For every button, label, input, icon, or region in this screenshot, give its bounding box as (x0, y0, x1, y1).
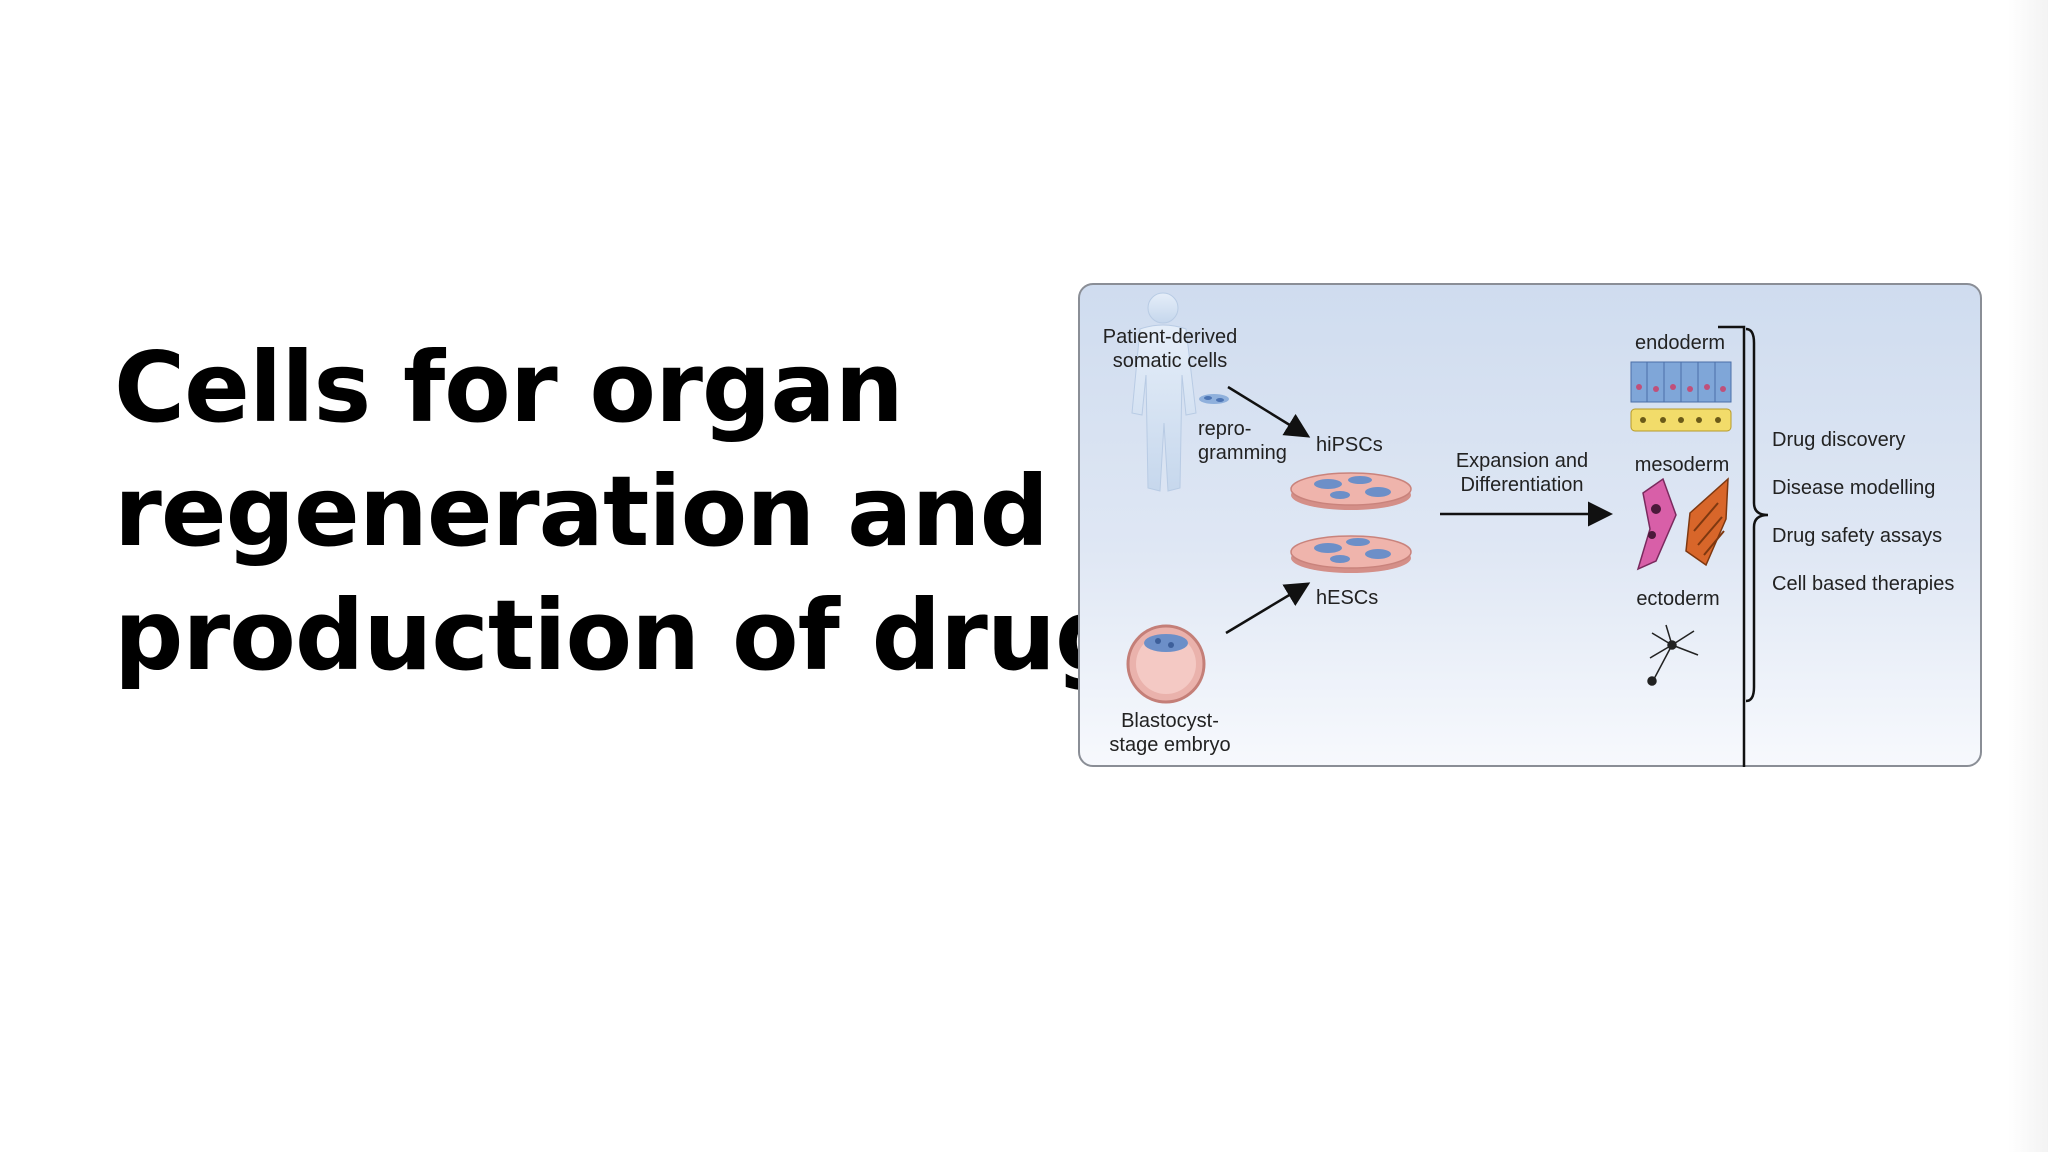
human-silhouette-icon (1131, 292, 1197, 492)
label-gramming: gramming (1198, 442, 1287, 464)
blastocyst-icon (1126, 624, 1206, 704)
title-line-3: production of drugs (114, 579, 1181, 692)
label-repro: repro- (1198, 418, 1251, 440)
lineage-bracket (1718, 325, 1746, 767)
title-line-2: regeneration and (114, 455, 1049, 568)
somatic-cells-icon (1199, 394, 1229, 404)
application-drug-discovery: Drug discovery (1772, 429, 1905, 451)
label-ectoderm: ectoderm (1636, 588, 1719, 610)
diagram-canvas: Patient-derived somatic cells repro- gra… (1078, 283, 1982, 767)
mesoderm-cells-icon (1636, 477, 1729, 571)
applications-brace (1745, 327, 1769, 703)
label-differentiation: Differentiation (1460, 474, 1583, 496)
label-mesoderm: mesoderm (1635, 454, 1729, 476)
slide-edge (2008, 0, 2048, 1152)
stem-cell-diagram: Patient-derived somatic cells repro- gra… (1078, 283, 1982, 767)
application-disease-modelling: Disease modelling (1772, 477, 1935, 499)
label-expansion: Expansion and (1456, 450, 1588, 472)
label-endoderm: endoderm (1635, 332, 1725, 354)
label-somatic-cells: somatic cells (1113, 350, 1227, 372)
label-hescs: hESCs (1316, 587, 1378, 609)
diagram-panel (1078, 283, 1982, 767)
slide-title: Cells for organ regeneration and product… (114, 326, 1181, 698)
application-drug-safety: Drug safety assays (1772, 525, 1942, 547)
endoderm-cells-icon (1630, 361, 1732, 432)
title-line-1: Cells for organ (114, 331, 904, 444)
neuron-icon (1647, 624, 1699, 686)
reprogramming-arrow (1227, 385, 1311, 438)
label-patient-derived: Patient-derived (1103, 326, 1238, 348)
label-stage-embryo: stage embryo (1109, 734, 1230, 756)
embryo-arrow (1225, 582, 1311, 635)
hipscs-dish-icon (1290, 472, 1412, 510)
label-blastocyst: Blastocyst- (1121, 710, 1219, 732)
hescs-dish-icon (1290, 535, 1412, 573)
label-hipscs: hiPSCs (1316, 434, 1383, 456)
application-cell-therapies: Cell based therapies (1772, 573, 1954, 595)
